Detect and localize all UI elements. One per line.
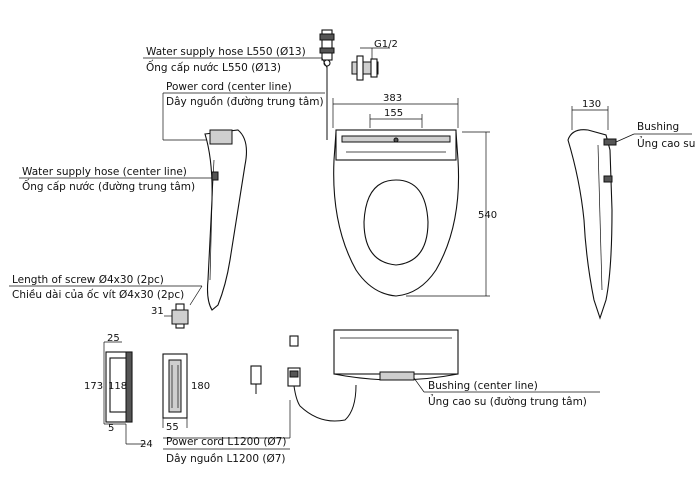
power-cord-len-en: Power cord L1200 (Ø7) bbox=[166, 436, 286, 448]
plug-pins bbox=[289, 335, 299, 347]
screw-en: Length of screw Ø4x30 (2pc) bbox=[12, 274, 164, 286]
screw-vi: Chiều dài của ốc vít Ø4x30 (2pc) bbox=[12, 289, 184, 301]
dim-118: 118 bbox=[108, 381, 127, 392]
water-valve-assembly: G1/2 bbox=[319, 29, 398, 140]
side-profile-left bbox=[204, 129, 247, 311]
valve-knob bbox=[323, 59, 331, 67]
dim-130: 130 bbox=[582, 99, 601, 110]
dim-5: 5 bbox=[108, 423, 114, 434]
power-cord-center-en: Power cord (center line) bbox=[166, 81, 292, 93]
dim-55: 55 bbox=[166, 422, 179, 433]
callout-water-hose-center: Water supply hose (center line) Ống cấp … bbox=[19, 166, 212, 193]
right-profile-body bbox=[567, 129, 613, 320]
bushing-center-en: Bushing (center line) bbox=[428, 380, 538, 392]
seat-opening bbox=[363, 179, 429, 266]
callout-power-cord-center: Power cord (center line) Dây nguồn (đườn… bbox=[162, 81, 325, 141]
stop-valve-nut-2 bbox=[370, 58, 378, 78]
bottom-view: Bushing (center line) Ủng cao su (đường … bbox=[333, 329, 600, 408]
valve-ring-2 bbox=[319, 47, 335, 54]
water-hose-top-en: Water supply hose L550 (Ø13) bbox=[146, 46, 306, 58]
bottom-bushing bbox=[379, 371, 415, 381]
stop-valve-nut bbox=[356, 55, 364, 81]
water-hose-center-vi: Ống cấp nước (đường trung tâm) bbox=[22, 179, 195, 193]
dim-24: 24 bbox=[140, 439, 153, 450]
left-profile-top bbox=[209, 129, 233, 145]
seat-center-mark bbox=[393, 137, 399, 143]
bushing-side-vi: Ủng cao su bbox=[637, 136, 695, 150]
screw-body bbox=[171, 309, 189, 325]
front-view: 383 155 540 bbox=[332, 93, 497, 297]
bushing-center-vi: Ủng cao su (đường trung tâm) bbox=[428, 394, 587, 408]
plate-edge bbox=[125, 351, 133, 423]
water-hose-top-vi: Ống cấp nước L550 (Ø13) bbox=[146, 60, 281, 74]
dim-155: 155 bbox=[384, 108, 403, 119]
mounting-plate: 25 173 118 5 24 180 55 bbox=[84, 333, 210, 450]
power-cord-len-vi: Dây nguồn L1200 (Ø7) bbox=[166, 453, 286, 465]
power-cord-center-vi: Dây nguồn (đường trung tâm) bbox=[166, 96, 324, 108]
screw-callout: Length of screw Ø4x30 (2pc) Chiều dài củ… bbox=[9, 274, 203, 329]
water-hose-center-en: Water supply hose (center line) bbox=[22, 166, 187, 178]
bottom-body bbox=[333, 329, 459, 375]
dim-31: 31 bbox=[151, 306, 164, 317]
dim-383: 383 bbox=[383, 93, 402, 104]
valve-ring bbox=[319, 33, 335, 41]
seat-control-panel bbox=[335, 129, 457, 161]
dim-540: 540 bbox=[478, 210, 497, 221]
dim-25: 25 bbox=[107, 333, 120, 344]
plug-and-cord: Power cord L1200 (Ø7) Dây nguồn L1200 (Ø… bbox=[163, 335, 357, 465]
dim-180: 180 bbox=[191, 381, 210, 392]
power-cord bbox=[293, 384, 357, 422]
bushing-side-en: Bushing bbox=[637, 121, 679, 133]
plug-small bbox=[250, 365, 262, 385]
dim-173: 173 bbox=[84, 381, 103, 392]
bushing-right bbox=[603, 138, 617, 146]
left-connector bbox=[211, 171, 219, 181]
thread-label: G1/2 bbox=[374, 39, 398, 50]
callout-water-hose-top: Water supply hose L550 (Ø13) Ống cấp nướ… bbox=[143, 46, 328, 74]
side-profile-right: 130 Bushing Ủng cao su bbox=[567, 99, 695, 320]
right-connector bbox=[603, 175, 613, 183]
